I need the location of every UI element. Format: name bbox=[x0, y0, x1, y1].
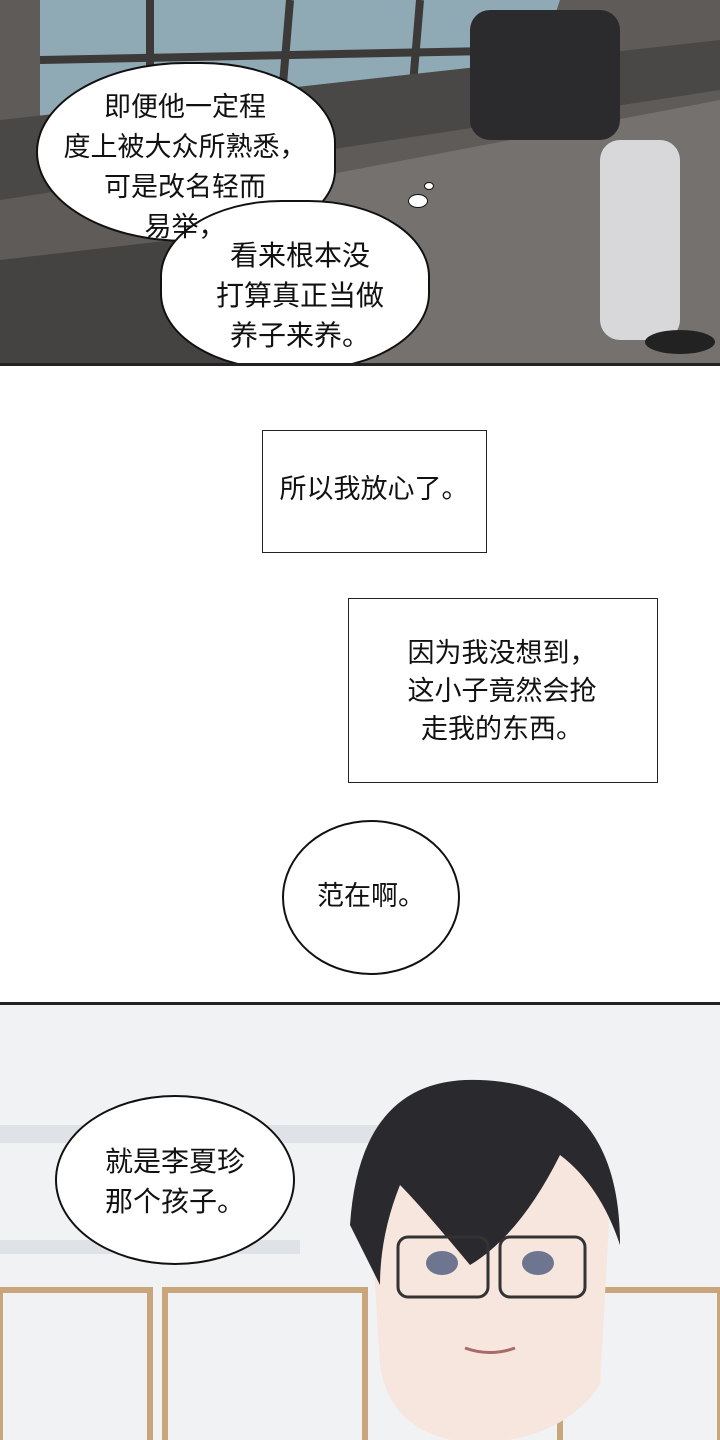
bubble-line: 打算真正当做 bbox=[215, 279, 384, 312]
caption-line: 因为我没想到， bbox=[407, 638, 597, 669]
speech-bubble: 就是李夏珍 那个孩子。 bbox=[55, 1095, 295, 1265]
caption-box: 因为我没想到， 这小子竟然会抢 走我的东西。 bbox=[348, 598, 658, 783]
panel-balcony-scene: 即便他一定程 度上被大众所熟悉， 可是改名轻而 易举， 看来根本没 打算真正当做… bbox=[0, 0, 720, 366]
background-illustration bbox=[0, 1005, 720, 1440]
speech-bubble: 范在啊。 bbox=[282, 820, 460, 975]
bubble-line: 就是李夏珍 bbox=[104, 1145, 245, 1178]
bubble-text: 范在啊。 bbox=[317, 881, 425, 912]
thought-bubble bbox=[160, 200, 430, 363]
thought-dot bbox=[408, 194, 428, 208]
caption-line: 这小子竟然会抢 bbox=[407, 676, 597, 707]
caption-box: 所以我放心了。 bbox=[262, 430, 487, 553]
bubble-line: 养子来养。 bbox=[229, 319, 370, 352]
bubble-line: 可是改名轻而 bbox=[104, 172, 266, 203]
bubble-line: 即便他一定程 bbox=[104, 92, 266, 123]
caption-text: 所以我放心了。 bbox=[279, 474, 469, 505]
bubble-line: 度上被大众所熟悉， bbox=[63, 132, 307, 163]
bubble-line: 看来根本没 bbox=[229, 239, 370, 272]
thought-dot bbox=[424, 182, 434, 190]
bubble-line: 易举， bbox=[144, 212, 226, 243]
bubble-line: 那个孩子。 bbox=[104, 1185, 245, 1218]
caption-line: 走我的东西。 bbox=[421, 714, 583, 745]
panel-office-scene: 就是李夏珍 那个孩子。 bbox=[0, 1002, 720, 1440]
background-illustration bbox=[0, 0, 720, 363]
